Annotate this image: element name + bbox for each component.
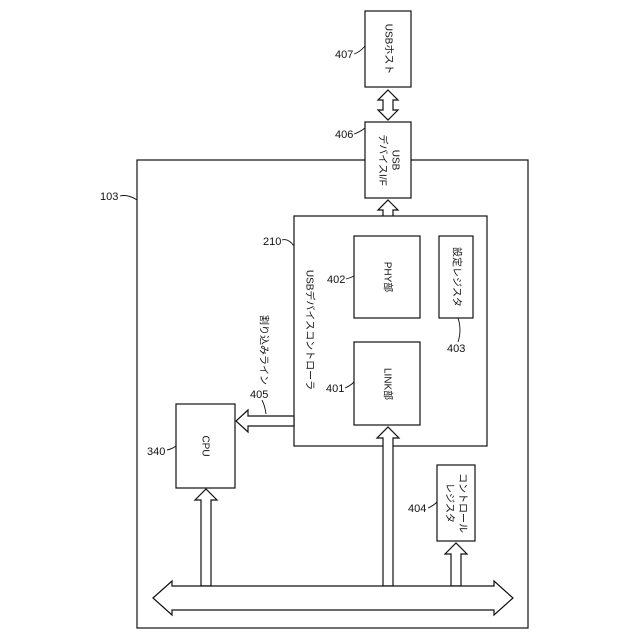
control-register-block [437, 465, 475, 541]
usb-device-if-label-1: USB [389, 150, 400, 171]
ref-406-leader [354, 128, 365, 134]
link-label: LINK部 [381, 368, 394, 400]
usb-device-if-label-2: デバイスI/F [376, 134, 389, 185]
settings-register-label: 設定レジスタ [450, 247, 463, 307]
ref-401-label: 401 [326, 383, 344, 395]
ref-340-label: 340 [147, 446, 165, 458]
ref-405-label: 405 [250, 389, 268, 401]
ref-103-label: 103 [100, 191, 118, 203]
ref-407-leader [354, 46, 365, 54]
usb-host-label: USBホスト [382, 24, 394, 75]
ref-402-label: 402 [327, 274, 345, 286]
control-register-label-1: コントロール [456, 473, 467, 533]
ref-210-label: 210 [263, 236, 281, 248]
host-interface-arrow [378, 90, 398, 120]
ref-406-label: 406 [335, 129, 353, 141]
system-bus-arrow [153, 581, 513, 615]
interrupt-line-label: 割り込みライン [257, 315, 270, 385]
cpu-label: CPU [199, 435, 210, 456]
control-register-label-2: レジスタ [443, 483, 455, 523]
ref-103-leader [120, 196, 137, 201]
usb-device-controller-label: USBデバイスコントローラ [303, 270, 316, 390]
ref-407-label: 407 [335, 49, 353, 61]
ref-403-label: 403 [447, 343, 465, 355]
phy-label: PHY部 [381, 262, 394, 293]
ref-404-label: 404 [408, 503, 426, 515]
